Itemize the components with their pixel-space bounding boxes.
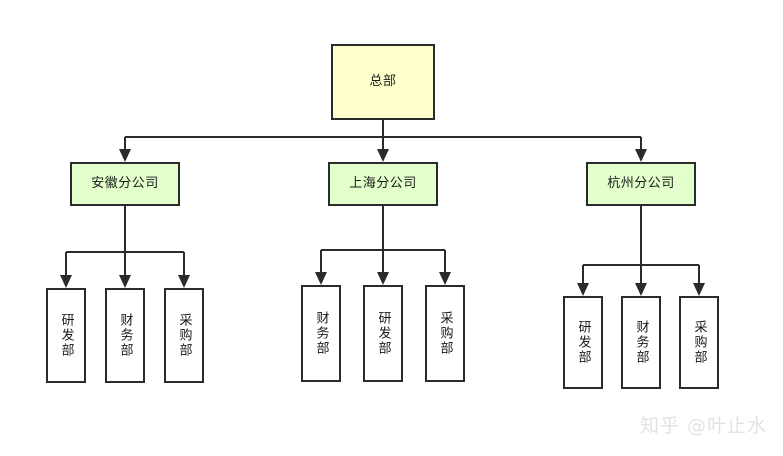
branch-node-hangzhou[interactable]: 杭州分公司 xyxy=(586,162,696,206)
connector-arrowhead xyxy=(693,283,705,296)
leaf-node-anhui-rd[interactable]: 研发部 xyxy=(46,288,86,383)
node-label: 采购部 xyxy=(437,311,453,356)
node-label: 财务部 xyxy=(313,311,329,356)
node-label: 研发部 xyxy=(575,320,591,365)
leaf-node-sh-pur[interactable]: 采购部 xyxy=(425,285,465,382)
leaf-node-sh-fin[interactable]: 财务部 xyxy=(301,285,341,382)
branch-node-anhui[interactable]: 安徽分公司 xyxy=(70,162,180,206)
connector-arrowhead xyxy=(635,283,647,296)
node-label: 上海分公司 xyxy=(349,176,417,192)
leaf-node-sh-rd[interactable]: 研发部 xyxy=(363,285,403,382)
node-label: 采购部 xyxy=(176,313,192,358)
leaf-node-hz-fin[interactable]: 财务部 xyxy=(621,296,661,389)
connector-arrowhead xyxy=(377,272,389,285)
watermark: 知乎 @叶止水 xyxy=(639,415,767,437)
connector-arrowhead xyxy=(315,272,327,285)
connector-arrowhead xyxy=(439,272,451,285)
connector-arrowhead xyxy=(60,275,72,288)
connector-arrowhead xyxy=(377,149,389,162)
leaf-node-anhui-fin[interactable]: 财务部 xyxy=(105,288,145,383)
leaf-node-hz-pur[interactable]: 采购部 xyxy=(679,296,719,389)
node-label: 总部 xyxy=(369,74,397,90)
node-label: 研发部 xyxy=(375,311,391,356)
connector-arrowhead xyxy=(577,283,589,296)
branch-node-shanghai[interactable]: 上海分公司 xyxy=(328,162,438,206)
leaf-node-hz-rd[interactable]: 研发部 xyxy=(563,296,603,389)
node-label: 财务部 xyxy=(117,313,133,358)
node-label: 研发部 xyxy=(58,313,74,358)
connector-arrowhead xyxy=(119,149,131,162)
connector-arrowhead xyxy=(635,149,647,162)
node-label: 财务部 xyxy=(633,320,649,365)
node-label: 杭州分公司 xyxy=(607,176,675,192)
leaf-node-anhui-pur[interactable]: 采购部 xyxy=(164,288,204,383)
connector-arrowhead xyxy=(178,275,190,288)
root-node-hq[interactable]: 总部 xyxy=(331,44,435,120)
node-label: 采购部 xyxy=(691,320,707,365)
connector-arrowhead xyxy=(119,275,131,288)
node-label: 安徽分公司 xyxy=(91,176,159,192)
